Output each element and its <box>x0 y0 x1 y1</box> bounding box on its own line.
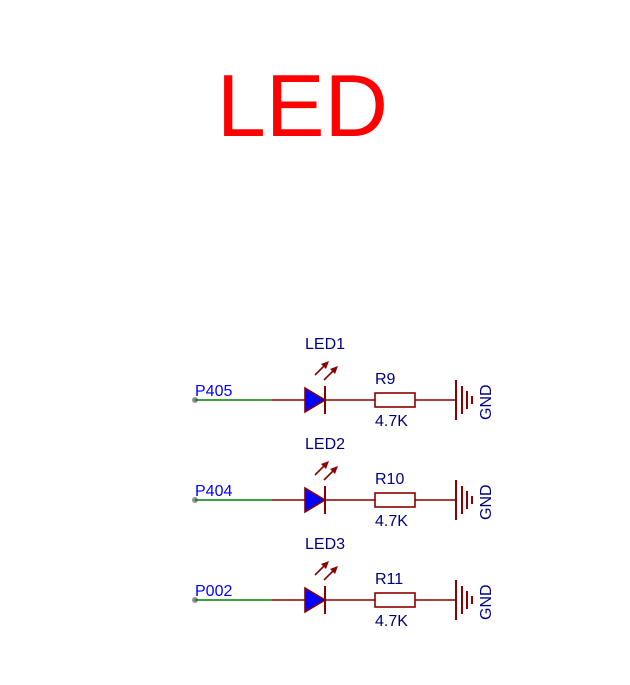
emission-arrowhead <box>330 366 338 374</box>
resistor-value: 4.7K <box>375 413 408 430</box>
emission-arrowhead <box>321 561 329 569</box>
net-label: P405 <box>195 383 232 400</box>
resistor-symbol <box>374 492 416 508</box>
led-designator: LED2 <box>305 436 345 453</box>
resistor-designator: R9 <box>375 371 396 388</box>
emission-arrowhead <box>330 466 338 474</box>
led-designator: LED3 <box>305 536 345 553</box>
led-diode-symbol <box>304 386 327 414</box>
net-label: P002 <box>195 583 232 600</box>
net-label: P404 <box>195 483 232 500</box>
emission-arrowhead <box>321 361 329 369</box>
resistor-designator: R10 <box>375 471 404 488</box>
led-diode-symbol <box>304 586 327 614</box>
resistor-value: 4.7K <box>375 613 408 630</box>
led-designator: LED1 <box>305 336 345 353</box>
emission-arrowhead <box>321 461 329 469</box>
resistor-symbol <box>374 592 416 608</box>
page-title: LED <box>216 56 389 155</box>
resistor-designator: R11 <box>375 571 403 588</box>
emission-arrowhead <box>330 566 338 574</box>
resistor-value: 4.7K <box>375 513 408 530</box>
ground-label: GND <box>478 384 495 420</box>
led-diode-symbol <box>304 486 327 514</box>
ground-label: GND <box>478 484 495 520</box>
ground-label: GND <box>478 584 495 620</box>
resistor-symbol <box>374 392 416 408</box>
